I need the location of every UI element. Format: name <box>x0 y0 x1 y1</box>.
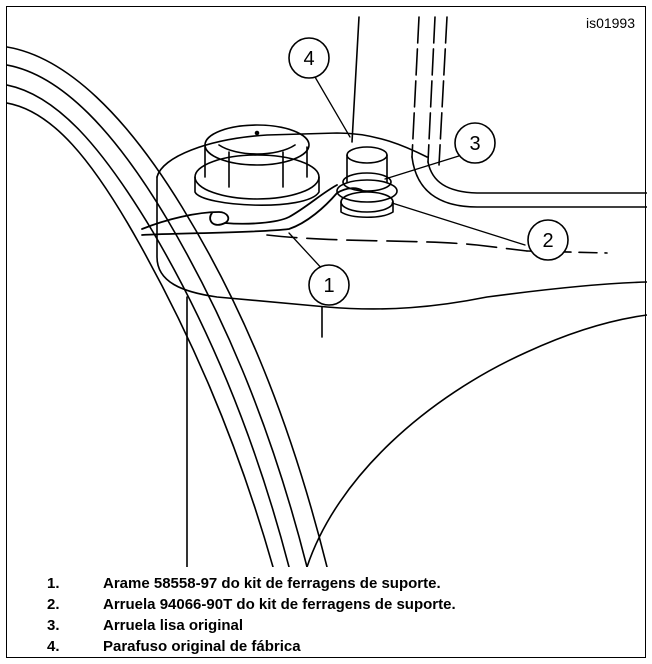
leader-lines <box>288 76 526 273</box>
svg-text:4: 4 <box>303 48 314 70</box>
legend-item: 2. Arruela 94066-90T do kit de ferragens… <box>47 594 627 615</box>
callout-4: 4 <box>288 37 330 79</box>
legend-number: 1. <box>47 575 60 592</box>
legend-number: 4. <box>47 638 60 655</box>
hex-cap <box>194 124 320 206</box>
bolt-assembly <box>336 146 398 219</box>
callout-3: 3 <box>454 122 496 164</box>
legend-number: 3. <box>47 617 60 634</box>
wire-clamp <box>141 184 364 236</box>
technical-illustration: 4 3 2 1 <box>7 16 647 567</box>
component-body <box>156 16 647 567</box>
legend-item: 3. Arruela lisa original <box>47 615 627 636</box>
callout-2: 2 <box>527 219 569 261</box>
legend-text: Parafuso original de fábrica <box>103 638 301 655</box>
hose <box>7 46 328 567</box>
svg-text:1: 1 <box>323 275 334 297</box>
legend-text: Arame 58558-97 do kit de ferragens de su… <box>103 575 441 592</box>
legend-text: Arruela lisa original <box>103 617 244 634</box>
legend-list: 1. Arame 58558-97 do kit de ferragens de… <box>47 573 627 657</box>
legend-item: 4. Parafuso original de fábrica <box>47 636 627 657</box>
legend-text: Arruela 94066-90T do kit de ferragens de… <box>103 596 456 613</box>
legend-item: 1. Arame 58558-97 do kit de ferragens de… <box>47 573 627 594</box>
legend-number: 2. <box>47 596 60 613</box>
figure-id: is01993 <box>585 15 635 31</box>
svg-text:2: 2 <box>542 230 553 252</box>
callout-1: 1 <box>308 264 350 306</box>
figure-frame: 4 3 2 1 is01993 1. Arame 58558-97 do kit… <box>6 6 647 658</box>
svg-text:3: 3 <box>469 133 480 155</box>
